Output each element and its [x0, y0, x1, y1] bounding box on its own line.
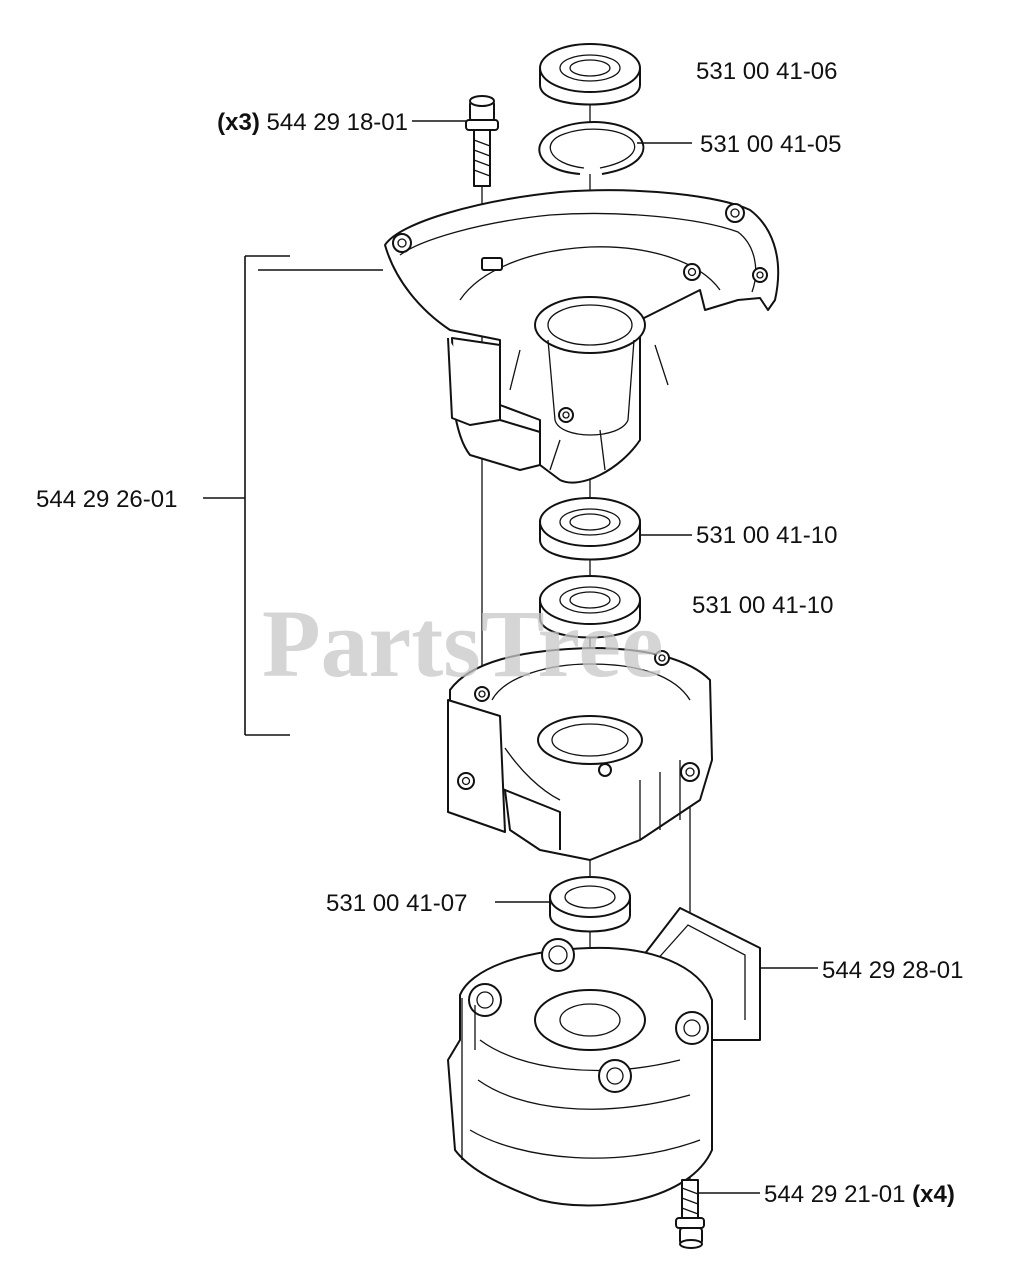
bearing-middle-1[interactable] [539, 497, 641, 561]
screw-bottom-right[interactable] [675, 1179, 705, 1249]
crankcase-upper[interactable] [384, 189, 780, 484]
label-544-29-26-01: 544 29 26-01 [36, 486, 177, 513]
label-531-00-41-10-b: 531 00 41-10 [692, 592, 833, 619]
quantity-x4: (x4) [912, 1181, 955, 1208]
label-531-00-41-10-a: 531 00 41-10 [696, 522, 837, 549]
part-number-544-29-18-01: 544 29 18-01 [267, 109, 408, 136]
screw-top-left[interactable] [465, 95, 499, 187]
label-544-29-18-01: (x3) 544 29 18-01 [217, 109, 408, 136]
label-531-00-41-06: 531 00 41-06 [696, 58, 837, 85]
part-number-544-29-21-01: 544 29 21-01 [764, 1181, 905, 1208]
circlip[interactable] [538, 121, 645, 175]
label-531-00-41-05: 531 00 41-05 [700, 131, 841, 158]
label-531-00-41-07: 531 00 41-07 [326, 890, 467, 917]
bearing-lower[interactable] [549, 876, 631, 933]
crankcase-lower[interactable] [447, 647, 713, 861]
label-544-29-28-01: 544 29 28-01 [822, 957, 963, 984]
bearing-top[interactable] [539, 43, 641, 106]
leader-lines [203, 120, 818, 1194]
bearing-middle-2[interactable] [539, 575, 641, 639]
watermark-logo: PartsTree [262, 590, 664, 697]
label-544-29-21-01: 544 29 21-01 (x4) [764, 1181, 955, 1208]
quantity-x3: (x3) [217, 109, 260, 136]
clutch-housing[interactable] [447, 907, 761, 1207]
